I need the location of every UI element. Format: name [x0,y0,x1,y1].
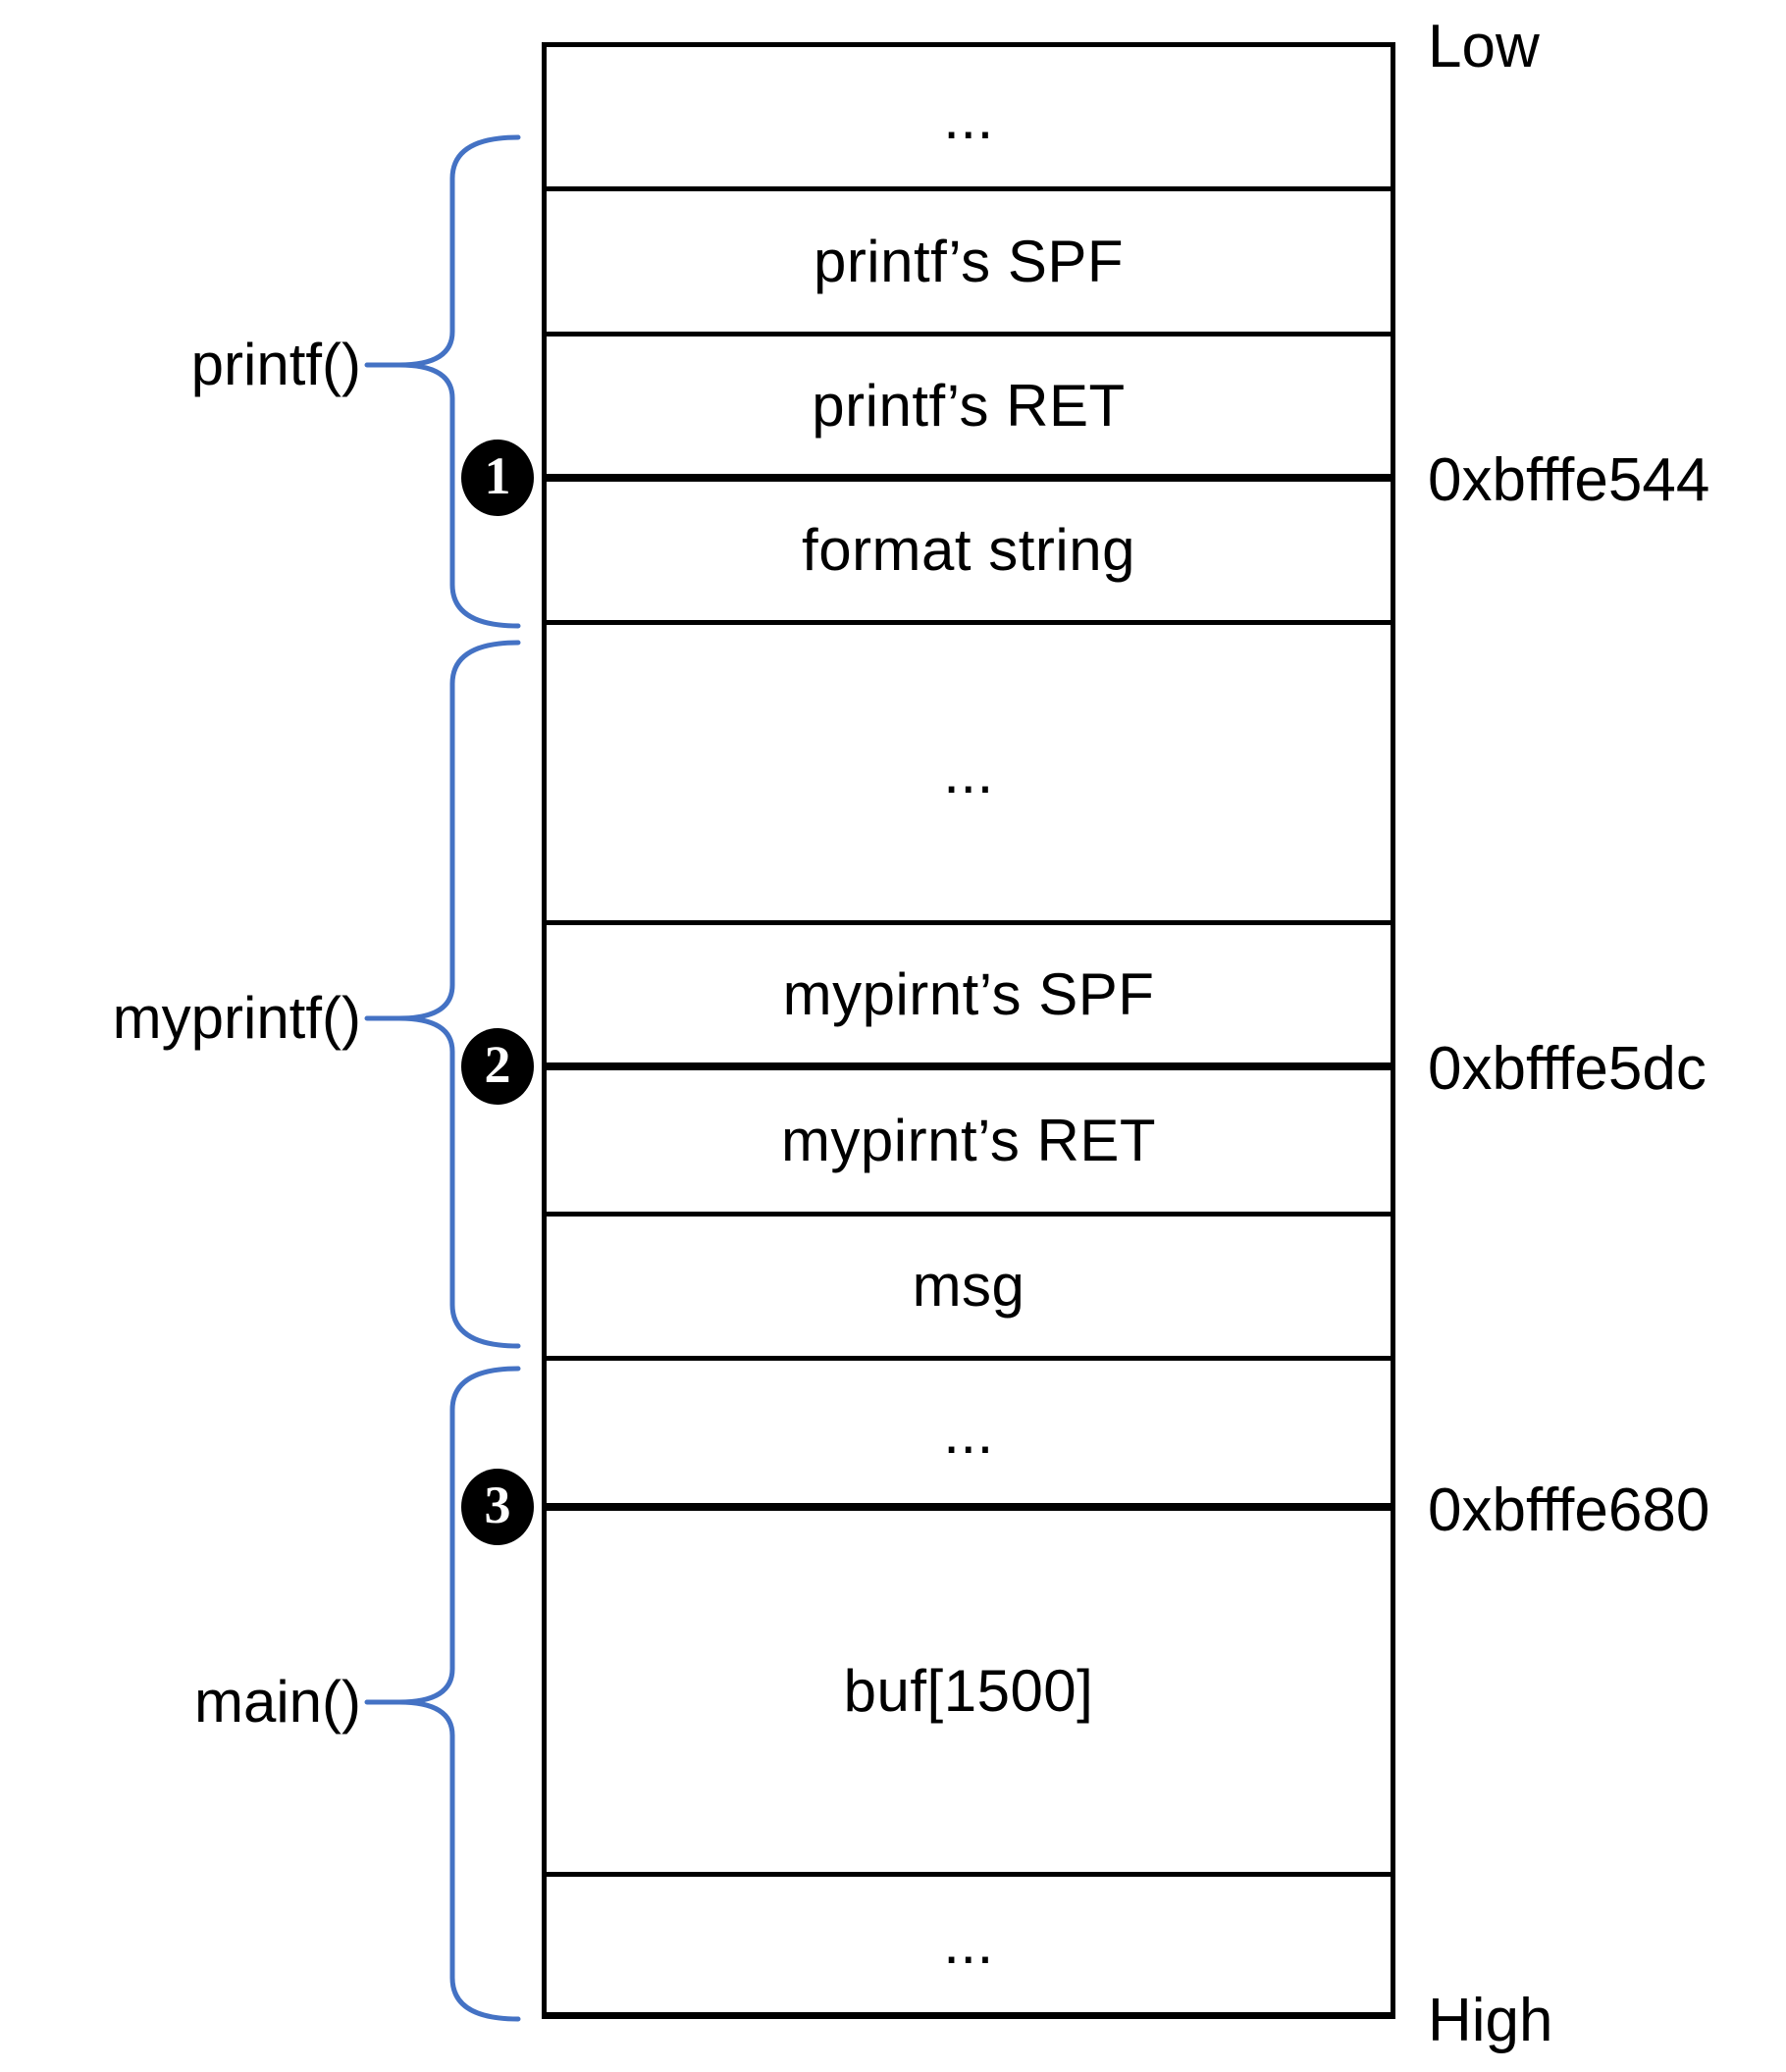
label-high: High [1428,1987,1553,2054]
row-divider [547,332,1391,337]
row-divider [547,620,1391,625]
row-label: buf[1500] [843,1657,1094,1724]
row-label: format string [802,517,1135,583]
marker-3-number: 3 [484,1476,511,1534]
main-brace [398,1366,521,2022]
printf-brace [398,134,521,629]
row-label: mypirnt’s SPF [782,961,1155,1027]
row-label: mypirnt’s RET [780,1107,1157,1173]
marker-2-icon: 2 [461,1028,534,1105]
marker-3-icon: 3 [461,1469,534,1545]
marker-1-number: 1 [484,446,511,505]
marker-2-number: 2 [484,1035,511,1094]
memory-row-printf-spf: printf’s SPF [547,188,1391,334]
myprintf-brace [398,640,521,1349]
memory-box: ... printf’s SPF printf’s RET format str… [542,42,1395,2019]
address-0xbfffe5dc: 0xbfffe5dc [1428,1035,1707,1103]
row-label: printf’s SPF [813,228,1125,294]
memory-row-ellipsis-top: ... [547,47,1391,188]
row-divider [547,1356,1391,1361]
row-divider [547,1872,1391,1877]
memory-row-buf: buf[1500] [547,1507,1391,1874]
row-label: printf’s RET [812,373,1126,439]
memory-row-ellipsis-mid: ... [547,622,1391,922]
memory-row-myprintf-spf: mypirnt’s SPF [547,922,1391,1066]
function-label-printf: printf() [190,332,361,397]
row-label: ... [943,1910,994,1976]
memory-row-ellipsis-small: ... [547,1358,1391,1507]
function-label-main: main() [193,1669,361,1735]
row-label: ... [943,84,994,151]
function-label-myprintf: myprintf() [112,985,361,1051]
memory-row-ellipsis-bottom: ... [547,1874,1391,2012]
memory-row-format-string: format string [547,478,1391,622]
marker-1-icon: 1 [461,440,534,516]
row-label: ... [943,1399,994,1466]
row-label: ... [943,739,994,805]
row-divider [547,1212,1391,1217]
memory-row-printf-ret: printf’s RET [547,334,1391,478]
memory-row-myprintf-ret: mypirnt’s RET [547,1066,1391,1214]
address-line-0xbfffe544 [547,474,1391,482]
row-divider [547,186,1391,191]
label-low: Low [1428,13,1540,80]
row-divider [547,920,1391,925]
memory-row-msg: msg [547,1214,1391,1358]
address-0xbfffe680: 0xbfffe680 [1428,1476,1710,1544]
address-line-0xbfffe680 [547,1503,1391,1511]
row-label: msg [912,1253,1025,1319]
address-line-0xbfffe5dc [547,1062,1391,1070]
address-0xbfffe544: 0xbfffe544 [1428,446,1710,514]
